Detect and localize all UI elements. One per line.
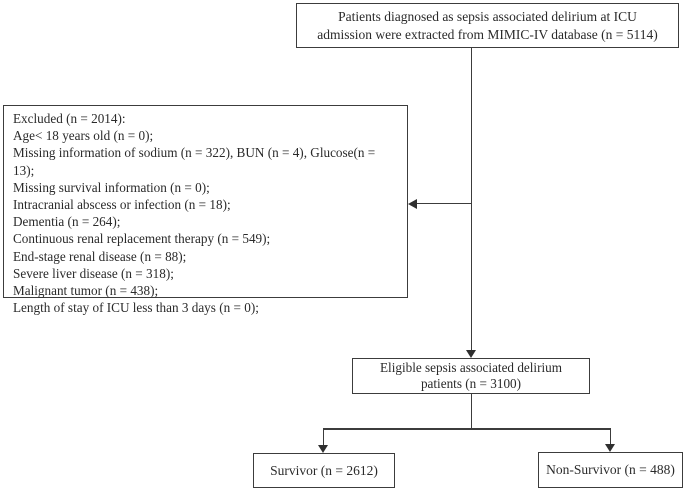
- excluded-item: Intracranial abscess or infection (n = 1…: [13, 197, 231, 213]
- excluded-item: Missing information of sodium (n = 322),…: [13, 145, 376, 178]
- top-box: Patients diagnosed as sepsis associated …: [296, 3, 679, 48]
- connector-branch-to-nonsurvivor: [609, 428, 611, 445]
- connector-to-excluded: [416, 202, 471, 204]
- non-survivor-box-text: Non-Survivor (n = 488): [546, 462, 675, 477]
- survivor-box: Survivor (n = 2612): [253, 453, 395, 488]
- branch-line: [322, 428, 611, 430]
- eligible-box-line1: Eligible sepsis associated delirium: [379, 360, 563, 376]
- excluded-item: Severe liver disease (n = 318);: [13, 265, 174, 281]
- arrowhead-nonsurvivor-icon: [604, 444, 615, 452]
- excluded-items: Age< 18 years old (n = 0);Missing inform…: [13, 127, 399, 316]
- excluded-item: End-stage renal disease (n = 88);: [13, 248, 187, 264]
- excluded-item: Dementia (n = 264);: [13, 214, 121, 230]
- excluded-title: Excluded (n = 2014):: [13, 111, 126, 126]
- excluded-box: Excluded (n = 2014): Age< 18 years old (…: [3, 105, 408, 315]
- connector-top-to-eligible: [470, 48, 472, 351]
- top-box-line1: Patients diagnosed as sepsis associated …: [338, 8, 637, 24]
- eligible-box: Eligible sepsis associated delirium pati…: [352, 358, 590, 394]
- arrowhead-survivor-icon: [317, 445, 328, 453]
- arrowhead-eligible-icon: [465, 350, 476, 358]
- excluded-item: Length of stay of ICU less than 3 days (…: [13, 300, 259, 316]
- connector-branch-to-survivor: [322, 428, 324, 446]
- excluded-item: Continuous renal replacement therapy (n …: [13, 231, 271, 247]
- arrowhead-excluded-icon: [408, 198, 417, 209]
- excluded-item: Age< 18 years old (n = 0);: [13, 128, 154, 144]
- excluded-item: Missing survival information (n = 0);: [13, 179, 210, 195]
- top-box-line2: admission were extracted from MIMIC-IV d…: [317, 26, 658, 42]
- survivor-box-text: Survivor (n = 2612): [270, 462, 378, 478]
- eligible-box-line2: patients (n = 3100): [420, 376, 522, 391]
- excluded-item: Malignant tumor (n = 438);: [13, 283, 159, 299]
- connector-eligible-to-branch: [470, 394, 472, 430]
- non-survivor-box: Non-Survivor (n = 488): [538, 452, 683, 488]
